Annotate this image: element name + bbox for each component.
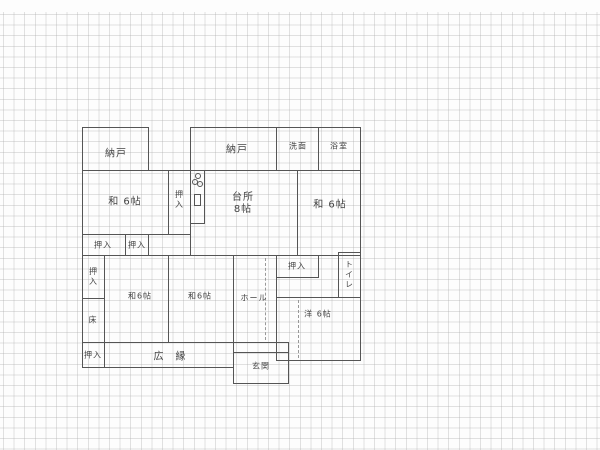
room-western: [276, 297, 361, 361]
label-western: 洋 6帖: [304, 309, 332, 319]
room-entrance: [233, 342, 289, 384]
entrance-step: [233, 342, 289, 353]
label-closet-kitchen: 押入: [174, 190, 184, 210]
sink-icon: [194, 194, 201, 206]
label-washroom: 洗面: [289, 141, 307, 151]
room-washitsu-ne: [297, 170, 361, 256]
label-storage-center: 納戸: [226, 144, 248, 156]
label-tokonoma: 床: [88, 315, 98, 325]
label-bath: 浴室: [330, 141, 348, 151]
western-dashed-line: [298, 300, 299, 358]
kitchen-counter: [190, 170, 205, 224]
label-closet-hall: 押入: [288, 261, 306, 271]
label-veranda: 広 縁: [153, 351, 187, 363]
label-closet-veranda: 押入: [84, 350, 102, 360]
hall-dashed-line: [265, 258, 266, 340]
label-kitchen-dining: 台所 8帖: [232, 192, 254, 216]
label-entrance: 玄関: [252, 361, 270, 371]
label-washitsu-nw: 和 6帖: [108, 196, 142, 208]
label-washitsu-center: 和6帖: [187, 291, 213, 301]
label-closet-row-2: 押入: [128, 240, 146, 250]
room-closet-hall: [276, 255, 319, 278]
label-closet-row-1: 押入: [94, 240, 112, 250]
label-washitsu-ne: 和 6帖: [313, 199, 347, 211]
label-closet-vertical: 押入: [88, 267, 98, 287]
label-storage-left: 納戸: [105, 148, 127, 160]
label-washitsu-sw: 和6帖: [127, 291, 153, 301]
label-kitchen-name: 台所: [232, 192, 254, 203]
label-kitchen-size: 8帖: [233, 204, 253, 215]
paper-edge: [0, 0, 600, 12]
label-toilet: トイレ: [344, 260, 354, 290]
label-hall: ホール: [240, 293, 268, 303]
